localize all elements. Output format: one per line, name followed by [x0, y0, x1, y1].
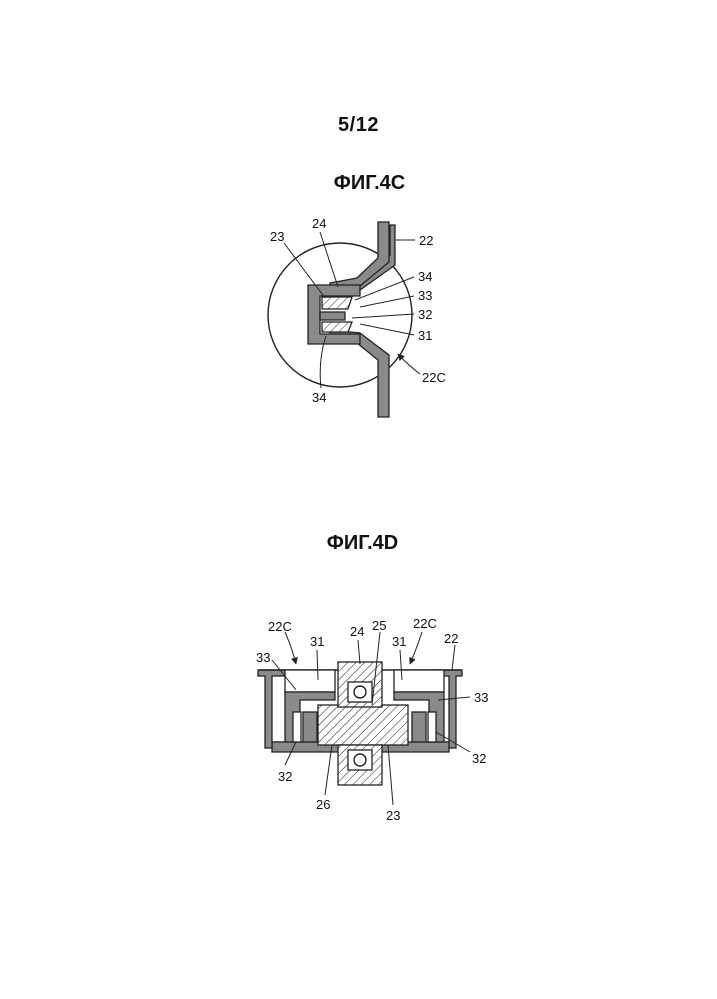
block-31-left	[285, 670, 335, 692]
shaft-23	[318, 705, 408, 745]
leader-22c	[398, 354, 420, 374]
leader-23	[284, 243, 325, 298]
label-23: 23	[270, 229, 284, 244]
label-31-left: 31	[310, 634, 324, 649]
label-34-top: 34	[418, 269, 432, 284]
plate-22-upper	[330, 222, 389, 291]
label-31-right: 31	[392, 634, 406, 649]
label-22c-right: 22C	[413, 616, 437, 631]
leader-32	[352, 314, 414, 318]
label-31: 31	[418, 328, 432, 343]
label-22: 22	[444, 631, 458, 646]
slot-32-left	[293, 712, 301, 742]
label-34-bottom: 34	[312, 390, 326, 405]
seal-34-bottom	[322, 322, 352, 332]
leader-24	[320, 232, 338, 287]
seal-34-top	[322, 297, 352, 309]
leader-22c-right	[410, 632, 422, 664]
label-33-right: 33	[474, 690, 488, 705]
label-22c-left: 22C	[268, 619, 292, 634]
label-32-left: 32	[278, 769, 292, 784]
middle-tongue	[320, 312, 345, 320]
label-33: 33	[418, 288, 432, 303]
label-22: 22	[419, 233, 433, 248]
label-23: 23	[386, 808, 400, 823]
leader-33	[360, 296, 414, 307]
label-26: 26	[316, 797, 330, 812]
leader-23	[388, 745, 393, 805]
inner-block-right	[412, 712, 426, 742]
leader-24	[358, 640, 360, 664]
label-22c: 22C	[422, 370, 446, 385]
label-32-right: 32	[472, 751, 486, 766]
label-24: 24	[312, 216, 326, 231]
label-33-left: 33	[256, 650, 270, 665]
leader-22c-left	[285, 632, 296, 664]
leader-22	[452, 645, 455, 670]
bearing-bottom	[348, 750, 372, 770]
label-25: 25	[372, 618, 386, 633]
figure-4d-drawing: 22C 31 24 25 31 22C 22 33 33 32 32 26 23	[256, 616, 488, 823]
label-24: 24	[350, 624, 364, 639]
bearing-top	[348, 682, 372, 702]
inner-block-left	[303, 712, 317, 742]
leader-31	[360, 324, 414, 335]
figure-4c-drawing: 23 24 22 34 33 32 31 22C 34	[268, 216, 446, 417]
slot-32-right	[428, 712, 436, 742]
label-32: 32	[418, 307, 432, 322]
